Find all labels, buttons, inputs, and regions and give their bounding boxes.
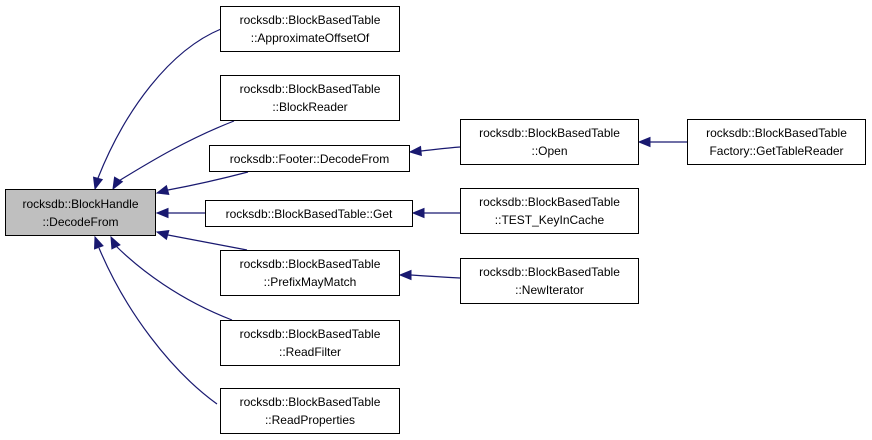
edge-arrowhead <box>398 269 412 281</box>
edge-arrowhead <box>112 176 124 191</box>
edge-line <box>420 146 461 152</box>
node-newiterator[interactable]: rocksdb::BlockBasedTable ::NewIterator <box>460 258 639 304</box>
edge-line <box>98 247 218 405</box>
node-readfilter[interactable]: rocksdb::BlockBasedTable ::ReadFilter <box>220 320 400 366</box>
edge-arrowhead <box>637 136 651 148</box>
edge-line <box>167 234 248 251</box>
edge-arrowhead <box>411 207 425 219</box>
node-prefixmaymatch[interactable]: rocksdb::BlockBasedTable ::PrefixMayMatc… <box>220 250 400 296</box>
edge-arrowhead <box>110 235 121 250</box>
node-label-line: rocksdb::BlockBasedTable <box>479 195 620 209</box>
node-label-line: rocksdb::BlockBasedTable <box>706 126 847 140</box>
node-label-line: ::DecodeFrom <box>42 214 119 229</box>
node-label-line: ::Open <box>531 144 568 158</box>
node-label-line: rocksdb::BlockBasedTable <box>479 265 620 279</box>
node-blockhandle-decodefrom[interactable]: rocksdb::BlockHandle ::DecodeFrom <box>5 189 156 236</box>
edge-arrowhead <box>92 176 104 191</box>
node-label-line: ::PrefixMayMatch <box>263 275 357 289</box>
node-readproperties[interactable]: rocksdb::BlockBasedTable ::ReadPropertie… <box>220 388 400 434</box>
node-get[interactable]: rocksdb::BlockBasedTable::Get <box>205 200 413 227</box>
node-open[interactable]: rocksdb::BlockBasedTable ::Open <box>460 119 639 165</box>
edge-line <box>410 274 461 279</box>
edge-arrowhead <box>155 184 170 196</box>
edge-arrowhead <box>94 235 104 250</box>
node-label-line: rocksdb::BlockBasedTable::Get <box>225 206 393 221</box>
node-label-line: ::NewIterator <box>515 283 584 297</box>
edge-line <box>167 171 249 191</box>
node-label-line: ::ReadFilter <box>278 345 342 359</box>
node-label-line: rocksdb::BlockBasedTable <box>239 13 381 27</box>
node-approximateoffsetof[interactable]: rocksdb::BlockBasedTable ::ApproximateOf… <box>220 6 400 52</box>
edge-arrowhead <box>408 145 422 157</box>
node-label-line: rocksdb::Footer::DecodeFrom <box>229 151 390 166</box>
node-factory-gettablereader[interactable]: rocksdb::BlockBasedTable Factory::GetTab… <box>687 119 866 165</box>
node-label-line: rocksdb::BlockBasedTable <box>239 327 381 341</box>
node-blockreader[interactable]: rocksdb::BlockBasedTable ::BlockReader <box>220 75 400 121</box>
edge-arrowhead <box>155 229 170 241</box>
node-label-line: ::ApproximateOffsetOf <box>250 31 370 45</box>
node-label-line: ::ReadProperties <box>264 413 356 427</box>
node-label-line: Factory::GetTableReader <box>709 144 844 158</box>
node-label-line: rocksdb::BlockBasedTable <box>239 82 381 96</box>
edge-arrowhead <box>155 207 169 219</box>
edge-line <box>97 28 222 179</box>
node-label-line: ::TEST_KeyInCache <box>494 213 605 227</box>
edge-line <box>116 120 235 183</box>
node-label-line: rocksdb::BlockBasedTable <box>479 126 620 140</box>
node-label-line: ::BlockReader <box>272 100 348 114</box>
node-label-line: rocksdb::BlockHandle <box>22 196 139 211</box>
node-footer-decodefrom[interactable]: rocksdb::Footer::DecodeFrom <box>209 145 410 172</box>
edge-line <box>114 244 233 321</box>
node-label-line: rocksdb::BlockBasedTable <box>239 395 381 409</box>
node-label-line: rocksdb::BlockBasedTable <box>239 257 381 271</box>
node-test-keyincache[interactable]: rocksdb::BlockBasedTable ::TEST_KeyInCac… <box>460 188 639 234</box>
